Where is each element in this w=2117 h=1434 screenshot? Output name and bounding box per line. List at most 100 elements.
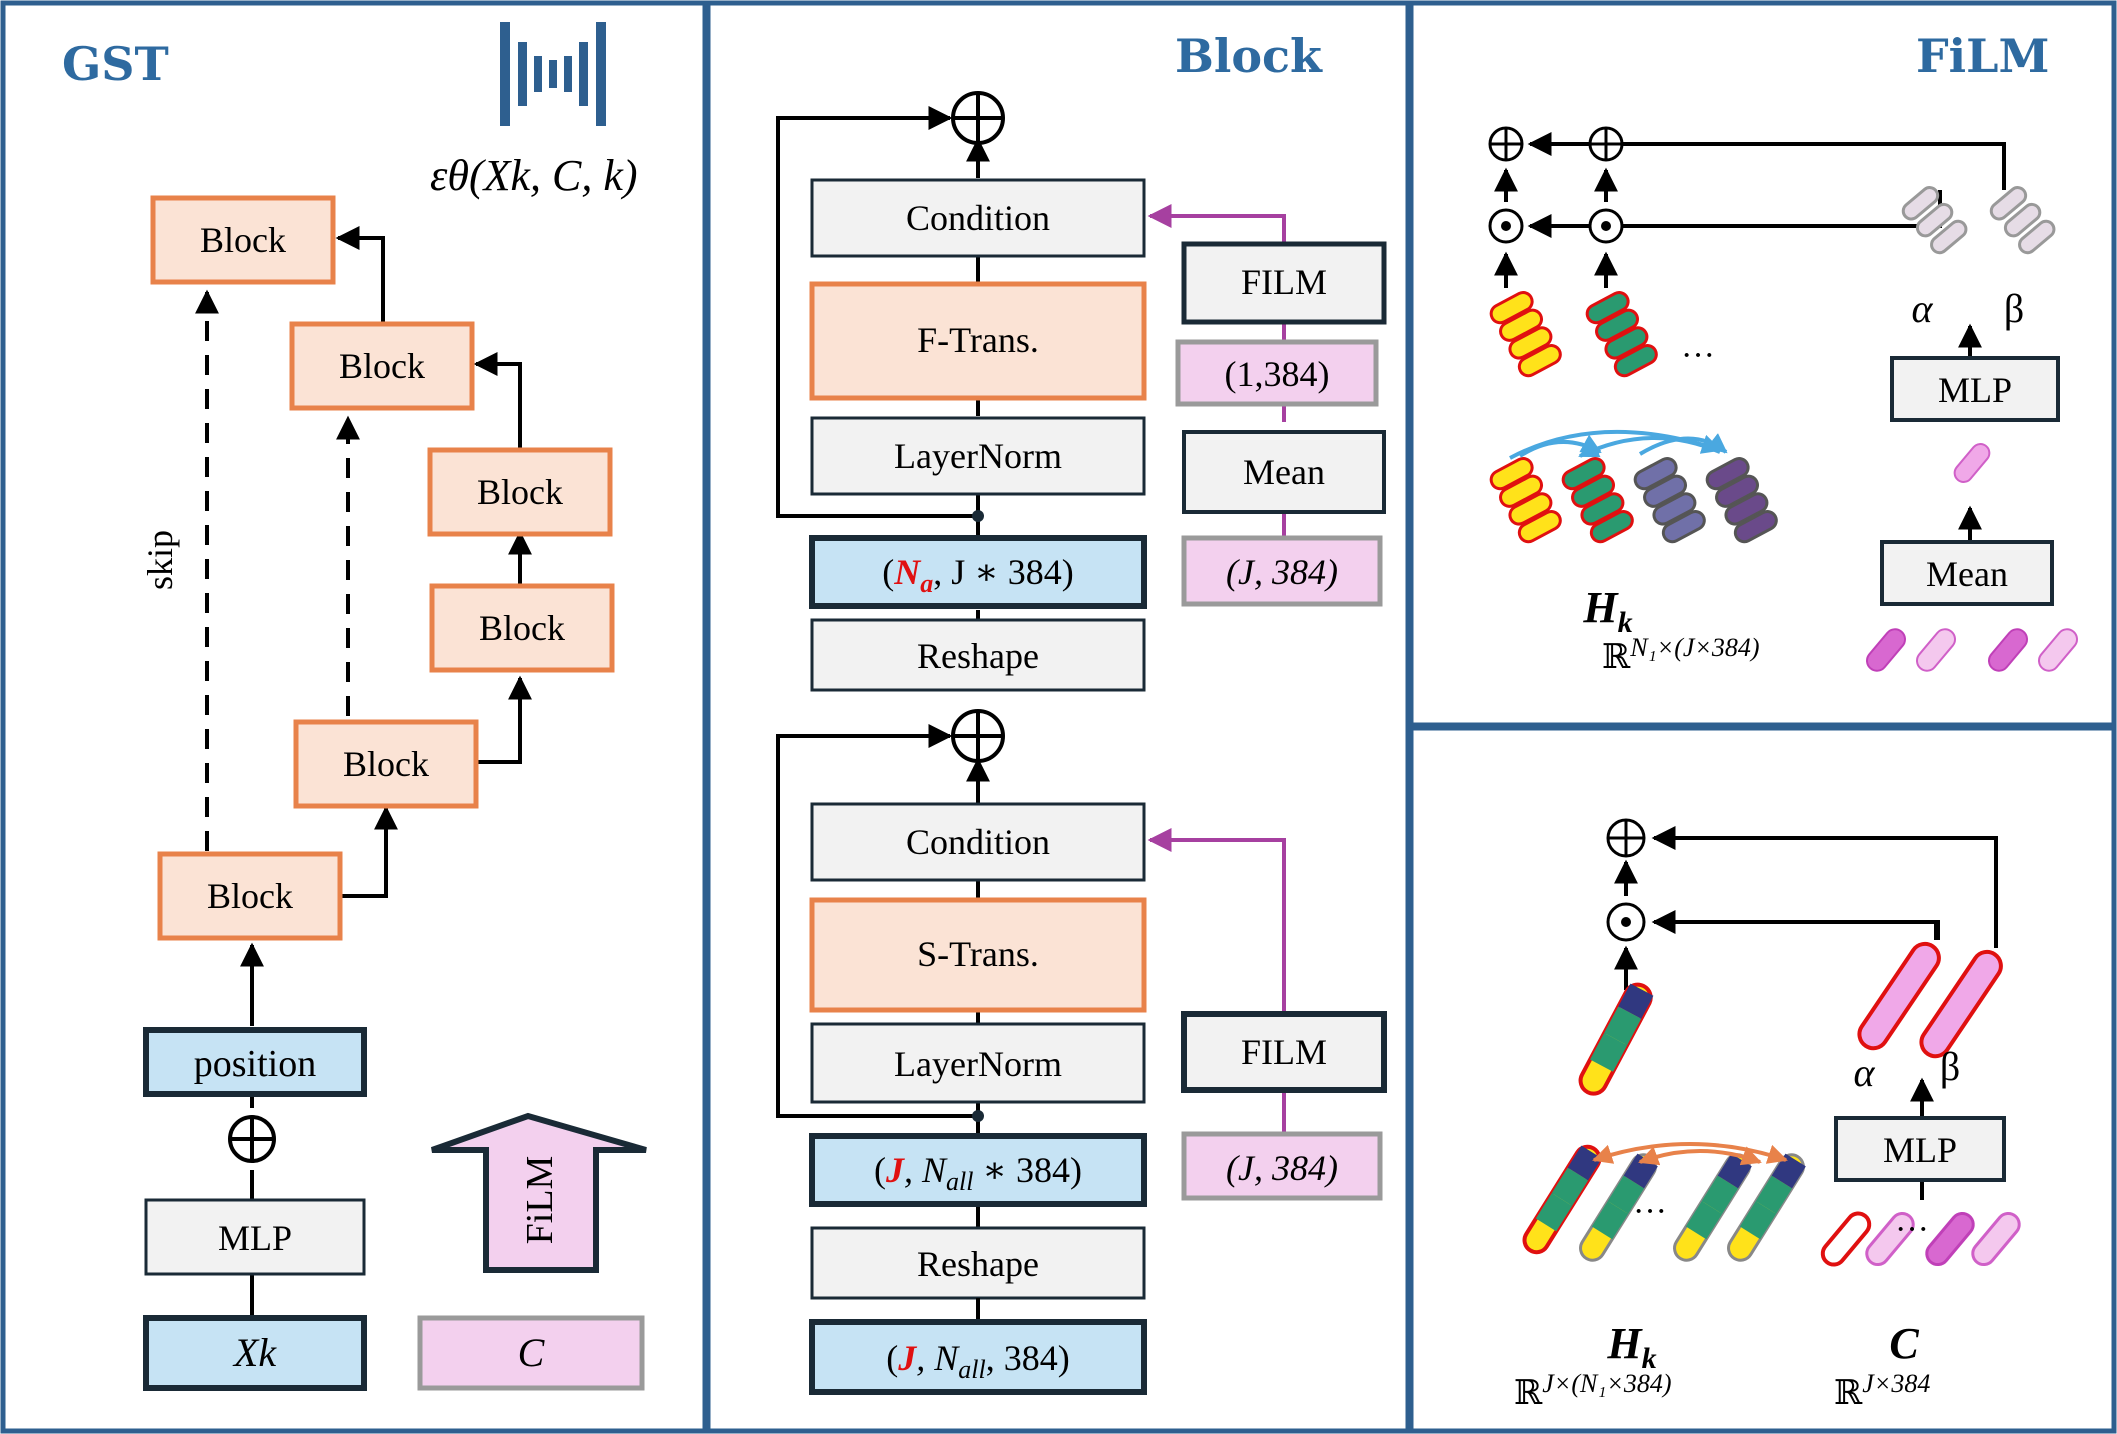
xk-box bbox=[143, 1315, 367, 1391]
film-top-section: FiLM bbox=[1488, 29, 2078, 676]
mean-box bbox=[1880, 540, 2054, 606]
condition-box bbox=[810, 178, 1146, 258]
position-box bbox=[143, 1027, 367, 1097]
dim-box bbox=[1175, 339, 1379, 407]
block-label: Block bbox=[343, 744, 429, 784]
h-main: H bbox=[1606, 1319, 1643, 1368]
add-icon bbox=[1606, 818, 1646, 858]
shape-rest: ∗ 384) bbox=[974, 1150, 1082, 1190]
alpha-label: α bbox=[1854, 1050, 1876, 1095]
layernorm-box bbox=[810, 1022, 1146, 1104]
r-main: ℝ bbox=[1834, 1375, 1863, 1412]
block-node: Block bbox=[429, 583, 615, 673]
layernorm-label: LayerNorm bbox=[894, 1044, 1062, 1084]
upper-connections bbox=[776, 106, 990, 648]
h-sub: k bbox=[1618, 606, 1633, 639]
input-shape-box bbox=[809, 1319, 1147, 1395]
ellipsis: ··· bbox=[1681, 337, 1715, 374]
token-vector-row-icon bbox=[1522, 1142, 1806, 1262]
r-main: ℝ bbox=[1602, 639, 1631, 676]
s-trans-box bbox=[809, 897, 1147, 1013]
shape-sub: a bbox=[920, 569, 933, 598]
gst-section: GST εθ(Xk, C, k) skip bbox=[62, 22, 647, 1391]
shape-sub: all bbox=[958, 1355, 985, 1384]
h-main: H bbox=[1582, 583, 1619, 632]
film-up-arrow: FiLM bbox=[430, 1112, 647, 1273]
token-stack-icon bbox=[1585, 291, 1658, 378]
beta-label: β bbox=[2004, 286, 2024, 331]
token-stack-icon bbox=[1489, 291, 1562, 378]
dim-label: (1,384) bbox=[1225, 354, 1330, 394]
alpha-stack-icon bbox=[1901, 186, 1968, 255]
r-sup: J×384 bbox=[1862, 1369, 1930, 1398]
r-sup: J×(N₁×384) bbox=[1542, 1369, 1671, 1398]
lower-film-chain bbox=[1147, 828, 1286, 1134]
token-vector-icon bbox=[1578, 982, 1654, 1096]
shape-box bbox=[809, 1133, 1147, 1207]
add-icon bbox=[951, 91, 1005, 145]
film-box bbox=[1181, 241, 1387, 325]
ellipsis: ··· bbox=[1895, 1211, 1929, 1248]
condition-box bbox=[810, 802, 1146, 882]
h-label: Hk bbox=[1606, 1319, 1656, 1375]
condition-label: Condition bbox=[906, 822, 1050, 862]
reshape-label: Reshape bbox=[917, 1244, 1039, 1284]
gst-panel bbox=[0, 0, 708, 1434]
block-node: Block bbox=[157, 851, 343, 941]
shape-n: N bbox=[893, 552, 922, 592]
beta-label: β bbox=[1940, 1044, 1960, 1089]
junction-dot bbox=[972, 510, 984, 522]
mlp-box bbox=[1834, 1116, 2006, 1182]
film-label: FILM bbox=[1241, 262, 1327, 302]
dim-label: (J, 384) bbox=[1226, 1148, 1338, 1188]
shape-box bbox=[809, 535, 1147, 609]
dim-box bbox=[1181, 1131, 1383, 1201]
shape-rest: , 384) bbox=[986, 1338, 1070, 1378]
pink-token-icon bbox=[1953, 443, 1991, 483]
gst-title: GST bbox=[62, 37, 169, 91]
xk-label: Xk bbox=[232, 1330, 277, 1375]
block-section: Block Condition F-Trans. LayerNorm (Na, … bbox=[776, 29, 1387, 1395]
block-title: Block bbox=[1175, 29, 1323, 83]
layernorm-box bbox=[810, 416, 1146, 496]
c-label: C bbox=[518, 1330, 546, 1375]
multiply-dot bbox=[1501, 221, 1511, 231]
condition-label: Condition bbox=[906, 198, 1050, 238]
block-node: Block bbox=[427, 447, 613, 537]
alpha-vector-icon bbox=[1857, 941, 1941, 1051]
r-sup: N₁×(J×384) bbox=[1629, 633, 1759, 662]
c-label: C bbox=[1889, 1319, 1919, 1368]
film-bottom-section: α β MLP bbox=[1514, 818, 2021, 1412]
add-icon bbox=[951, 709, 1005, 763]
layernorm-label: LayerNorm bbox=[894, 436, 1062, 476]
film-title: FiLM bbox=[1916, 29, 2049, 83]
multiply-dot bbox=[1601, 221, 1611, 231]
pink-token-row-icon bbox=[1866, 628, 2078, 672]
block-node: Block bbox=[289, 321, 475, 411]
dim-label: (J, 384) bbox=[1226, 552, 1338, 592]
gst-connections bbox=[195, 226, 532, 1318]
s-trans-label: S-Trans. bbox=[917, 934, 1039, 974]
alpha-label: α bbox=[1912, 286, 1934, 331]
mlp-label: MLP bbox=[1883, 1130, 1957, 1170]
block-label: Block bbox=[200, 220, 286, 260]
block-label: Block bbox=[207, 876, 293, 916]
mlp-label: MLP bbox=[1938, 370, 2012, 410]
mlp-box bbox=[1890, 356, 2060, 422]
reshape-box bbox=[810, 618, 1146, 692]
position-label: position bbox=[194, 1043, 316, 1085]
h-sub: k bbox=[1642, 1342, 1657, 1375]
dim-box bbox=[1181, 535, 1383, 607]
mean-label: Mean bbox=[1926, 554, 2008, 594]
shape-j: J bbox=[897, 1338, 917, 1378]
ellipsis: ··· bbox=[1633, 1193, 1667, 1230]
unet-icon bbox=[500, 22, 606, 126]
add-icon bbox=[228, 1115, 276, 1163]
h-label: Hk bbox=[1582, 583, 1632, 639]
condition-vector-row-icon bbox=[1820, 1211, 2021, 1267]
shape-rest: , J ∗ 384) bbox=[933, 552, 1073, 592]
mlp-box bbox=[144, 1198, 366, 1276]
film-box bbox=[1181, 1011, 1387, 1093]
